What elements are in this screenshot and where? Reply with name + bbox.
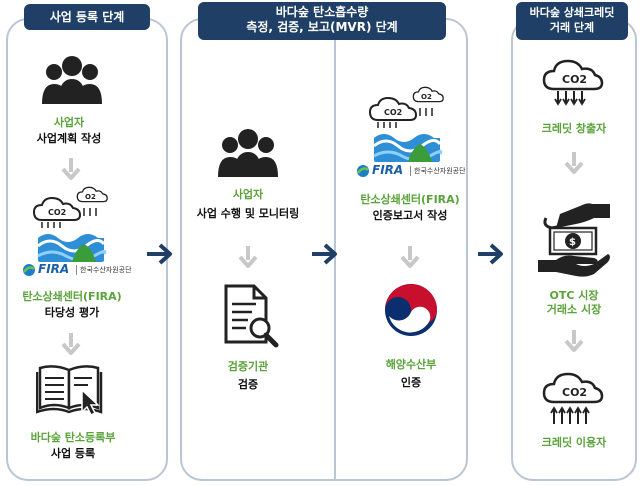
co2-emission-cloud-icon: CO2: [542, 59, 604, 106]
stage2-step2-role: 검증기관: [227, 360, 269, 373]
flow-arrow-icon: [147, 243, 172, 265]
stage1-step2-role: 탄소상쇄센터(FIRA): [22, 290, 122, 303]
book-cursor-icon: [36, 365, 103, 416]
ocean-carbon-icon: CO2 O2: [33, 186, 108, 262]
down-arrow-icon: [238, 246, 258, 268]
users-icon: [218, 129, 278, 177]
stage3-title-line2: 거래 단계: [549, 21, 595, 34]
stage2-step4-role: 해양수산부: [385, 358, 437, 371]
taegeuk-emblem-icon: [385, 284, 437, 336]
stage2-step1-role: 사업자: [232, 188, 264, 201]
stage3-step3-role: 크레딧 이용자: [541, 436, 607, 449]
ocean-carbon-icon: CO2 O2: [369, 86, 444, 162]
fira-org-name: 한국수산자원공단: [76, 265, 132, 275]
down-arrow-icon: [564, 152, 584, 174]
dollar-sign: $: [569, 237, 576, 248]
down-arrow-icon: [400, 246, 420, 268]
flow-arrow-icon: [312, 243, 337, 265]
down-arrow-icon: [61, 158, 81, 180]
money-exchange-icon: $: [538, 203, 610, 277]
stage3-title: 바다숲 상쇄크레딧 거래 단계: [516, 2, 628, 40]
fira-mark: FIRA: [38, 262, 70, 276]
stage2-step3-role: 탄소상쇄센터(FIRA): [360, 193, 460, 206]
co2-label: CO2: [562, 73, 587, 86]
stage1-step3-desc: 사업 등록: [50, 447, 96, 460]
stage3-title-line1: 바다숲 상쇄크레딧: [529, 6, 615, 19]
stage1-title: 사업 등록 단계: [24, 4, 150, 30]
flow-arrow-icon: [478, 243, 503, 265]
co2-label: CO2: [384, 108, 402, 117]
o2-label: O2: [85, 193, 96, 201]
fira-mark: FIRA: [372, 163, 404, 177]
fira-logo: FIRA 한국수산자원공단: [356, 163, 474, 179]
stage3-step2-role-line1: OTC 시장: [549, 289, 599, 302]
stage1-step3-role: 바다숲 탄소등록부: [30, 431, 116, 444]
stage1-step1-role: 사업자: [53, 116, 85, 129]
stage1-title-text: 사업 등록 단계: [49, 10, 125, 24]
stage3-step1-role: 크레딧 창출자: [541, 122, 607, 135]
stage2-step4-desc: 인증: [400, 376, 422, 389]
stage2-title-line1: 바다숲 탄소흡수량: [275, 5, 369, 19]
users-icon: [42, 56, 102, 104]
stage1-step1-desc: 사업계획 작성: [36, 132, 102, 145]
stage2-title: 바다숲 탄소흡수량 측정, 검증, 보고(MVR) 단계: [198, 2, 446, 40]
stage2-step3-desc: 인증보고서 작성: [372, 209, 448, 222]
o2-label: O2: [421, 93, 432, 101]
down-arrow-icon: [61, 333, 81, 355]
stage2-step2-desc: 검증: [237, 378, 259, 391]
stage3-step2-role-line2: 거래소 시장: [546, 303, 602, 316]
fira-swirl-icon: [22, 264, 35, 276]
stage2-title-line2: 측정, 검증, 보고(MVR) 단계: [246, 20, 398, 34]
co2-label: CO2: [562, 386, 587, 399]
co2-absorption-cloud-icon: CO2: [542, 372, 604, 424]
fira-swirl-icon: [356, 165, 369, 177]
document-search-icon: [224, 284, 279, 348]
co2-label: CO2: [48, 208, 66, 217]
stage2-divider: [334, 36, 336, 481]
stage2-step1-desc: 사업 수행 및 모니터링: [196, 207, 300, 220]
fira-org-name: 한국수산자원공단: [410, 166, 466, 176]
down-arrow-icon: [564, 330, 584, 352]
fira-logo: FIRA 한국수산자원공단: [22, 262, 140, 278]
stage1-step2-desc: 타당성 평가: [44, 306, 100, 319]
